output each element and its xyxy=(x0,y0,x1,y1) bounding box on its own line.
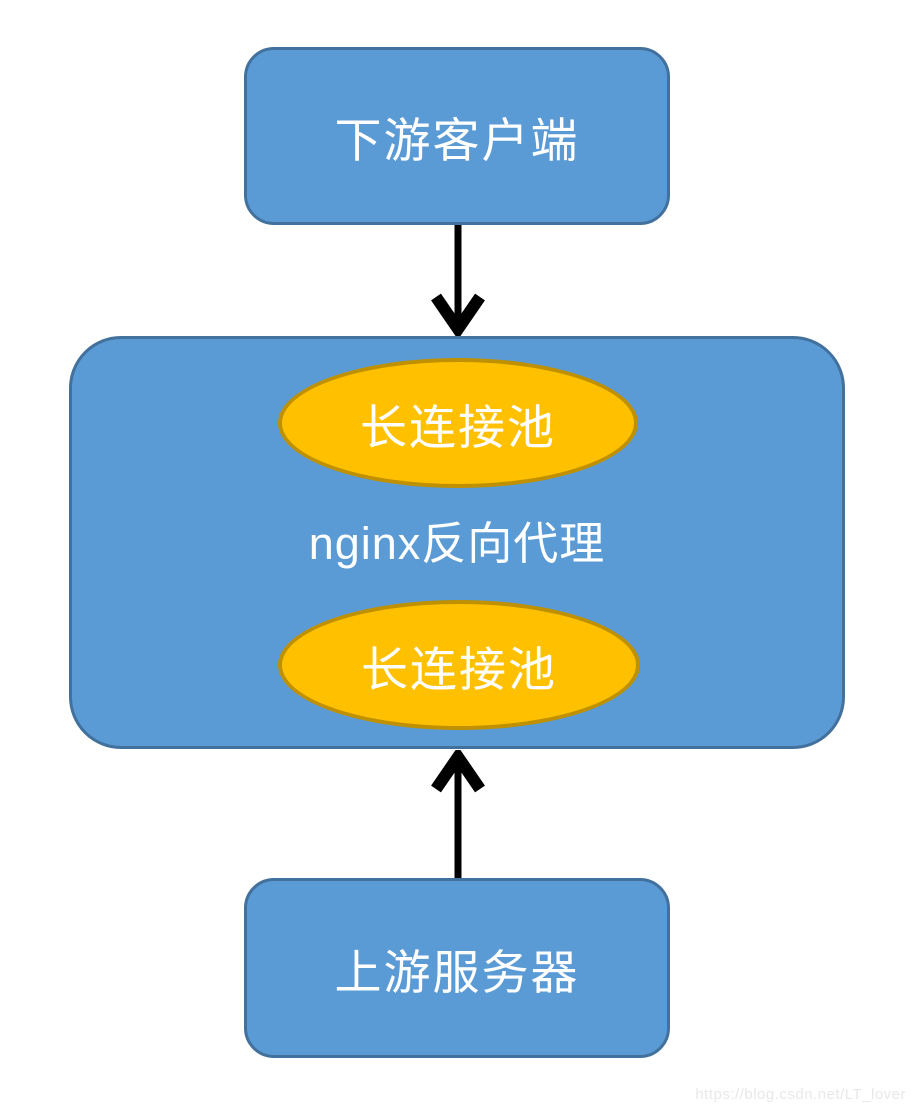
connection-pool-bottom-ellipse: 长连接池 xyxy=(278,600,640,730)
nginx-proxy-label: nginx反向代理 xyxy=(308,518,606,569)
downstream-client-label: 下游客户端 xyxy=(334,115,580,168)
downstream-client-node: 下游客户端 xyxy=(244,47,670,225)
upstream-server-label: 上游服务器 xyxy=(334,947,580,1000)
connection-pool-bottom-label: 长连接池 xyxy=(361,644,557,697)
server-to-proxy-arrow-icon xyxy=(431,750,485,878)
client-to-proxy-arrow-icon xyxy=(431,225,485,336)
connection-pool-top-label: 长连接池 xyxy=(360,402,556,455)
upstream-server-node: 上游服务器 xyxy=(244,878,670,1058)
connection-pool-top-ellipse: 长连接池 xyxy=(278,358,638,488)
watermark-text: https://blog.csdn.net/LT_lover xyxy=(695,1086,906,1103)
